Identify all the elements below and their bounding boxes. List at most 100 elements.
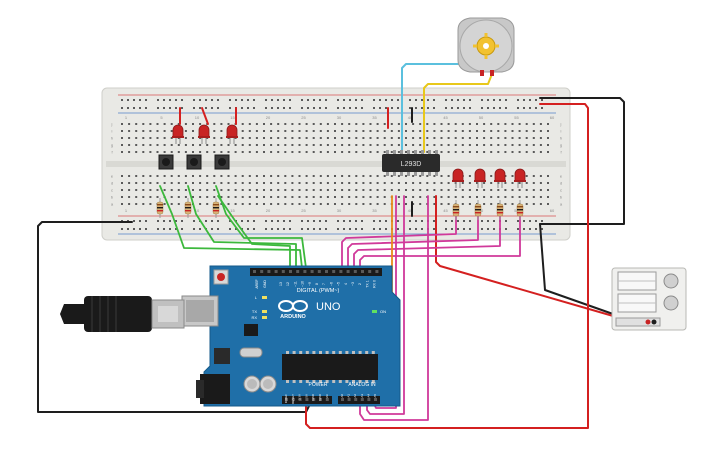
wire-green-2[interactable]	[187, 185, 297, 269]
svg-text:A1: A1	[347, 394, 351, 398]
wire-magenta-2[interactable]	[347, 213, 479, 269]
svg-text:RESET: RESET	[291, 394, 295, 404]
dc-motor[interactable]	[457, 17, 515, 76]
push-button[interactable]	[186, 154, 202, 170]
push-button[interactable]	[214, 154, 230, 170]
wire-black-rail-right[interactable]	[539, 97, 625, 225]
wire-magenta-4[interactable]	[359, 213, 521, 269]
red-led[interactable]	[226, 124, 238, 144]
column-number: 60	[550, 115, 555, 120]
leds	[172, 124, 526, 188]
arduino-logo: ARDUINO UNO	[278, 300, 341, 320]
svg-text:f: f	[111, 150, 113, 155]
resistor[interactable]	[474, 200, 482, 220]
svg-text:h: h	[560, 136, 562, 141]
wire-green-4[interactable]	[217, 195, 291, 269]
svg-text:5V: 5V	[304, 394, 308, 398]
wire-red-5v[interactable]	[305, 103, 589, 429]
svg-text:RX 0: RX 0	[373, 280, 377, 288]
svg-text:12: 12	[286, 282, 290, 286]
column-number: 35	[372, 115, 377, 120]
resistor[interactable]	[516, 200, 524, 220]
column-number: 50	[479, 208, 484, 213]
column-number: 15	[230, 208, 235, 213]
red-led[interactable]	[452, 168, 464, 188]
svg-text:A4: A4	[366, 394, 370, 398]
power-label: POWER	[309, 382, 328, 388]
wire-red-led2[interactable]	[201, 107, 209, 125]
svg-text:b: b	[560, 195, 563, 200]
svg-text:A0: A0	[340, 394, 344, 398]
svg-text:3.3V: 3.3V	[298, 394, 302, 400]
wire-yellow-motor[interactable]	[423, 73, 493, 153]
svg-text:~10: ~10	[301, 281, 305, 287]
svg-text:e: e	[560, 174, 563, 179]
resistor[interactable]	[184, 198, 192, 218]
svg-text:g: g	[111, 143, 113, 148]
svg-text:d: d	[111, 181, 113, 186]
column-number: 25	[301, 115, 306, 120]
svg-text:e: e	[111, 174, 114, 179]
column-number: 40	[408, 208, 413, 213]
svg-text:L: L	[255, 295, 258, 300]
resistor[interactable]	[156, 198, 164, 218]
column-number: 30	[337, 208, 342, 213]
svg-text:j: j	[111, 122, 113, 127]
red-led[interactable]	[198, 124, 210, 144]
svg-text:RX: RX	[251, 315, 257, 320]
red-led[interactable]	[474, 168, 486, 188]
svg-text:c: c	[111, 188, 113, 193]
resistors	[156, 198, 524, 220]
column-number: 45	[443, 115, 448, 120]
battery-pack-icon[interactable]	[611, 267, 687, 331]
red-led[interactable]	[494, 168, 506, 188]
column-number: 15	[230, 115, 235, 120]
svg-text:j: j	[560, 122, 562, 127]
svg-text:~9: ~9	[308, 282, 312, 286]
svg-text:b: b	[111, 195, 114, 200]
svg-text:ARDUINO: ARDUINO	[280, 314, 306, 320]
status-leds: L TX RX ON	[251, 295, 386, 320]
column-number: 10	[195, 208, 200, 213]
column-number: 45	[443, 208, 448, 213]
svg-text:Vin: Vin	[325, 394, 329, 399]
wire-magenta-1[interactable]	[341, 209, 457, 269]
motor-icon	[473, 33, 499, 59]
resistor[interactable]	[496, 200, 504, 220]
column-number: 50	[479, 115, 484, 120]
wire-green-1[interactable]	[159, 185, 303, 269]
wire-magenta-3[interactable]	[353, 213, 501, 269]
svg-text:a: a	[560, 202, 563, 207]
push-buttons	[158, 154, 230, 170]
svg-text:i: i	[561, 129, 562, 134]
column-number: 60	[550, 208, 555, 213]
svg-text:TX: TX	[252, 309, 257, 314]
svg-text:a: a	[111, 202, 114, 207]
wire-magenta-a1[interactable]	[359, 195, 429, 421]
l293d-chip[interactable]: L293D	[382, 150, 440, 176]
svg-text:TX 1: TX 1	[365, 280, 369, 287]
push-button[interactable]	[158, 154, 174, 170]
gnd-label: GND	[263, 280, 267, 288]
column-number: 10	[195, 115, 200, 120]
red-led[interactable]	[514, 168, 526, 188]
svg-text:i: i	[112, 129, 113, 134]
resistor[interactable]	[212, 198, 220, 218]
wire-green-3[interactable]	[215, 185, 307, 269]
breadboard-column-numbers: 1155101015152020252530303535404045455050…	[125, 115, 555, 213]
analog-label: ANALOG IN	[348, 382, 376, 388]
power-jack-icon	[196, 374, 230, 404]
svg-text:h: h	[111, 136, 113, 141]
red-led[interactable]	[172, 124, 184, 144]
breadboard: 1155101015152020252530303535404045455050…	[101, 87, 571, 241]
svg-text:4: 4	[344, 283, 348, 285]
resistor[interactable]	[452, 200, 460, 220]
column-number: 30	[337, 115, 342, 120]
svg-text:~5: ~5	[337, 282, 341, 286]
svg-text:7: 7	[322, 283, 326, 285]
column-number: 1	[125, 115, 128, 120]
column-number: 1	[125, 208, 128, 213]
